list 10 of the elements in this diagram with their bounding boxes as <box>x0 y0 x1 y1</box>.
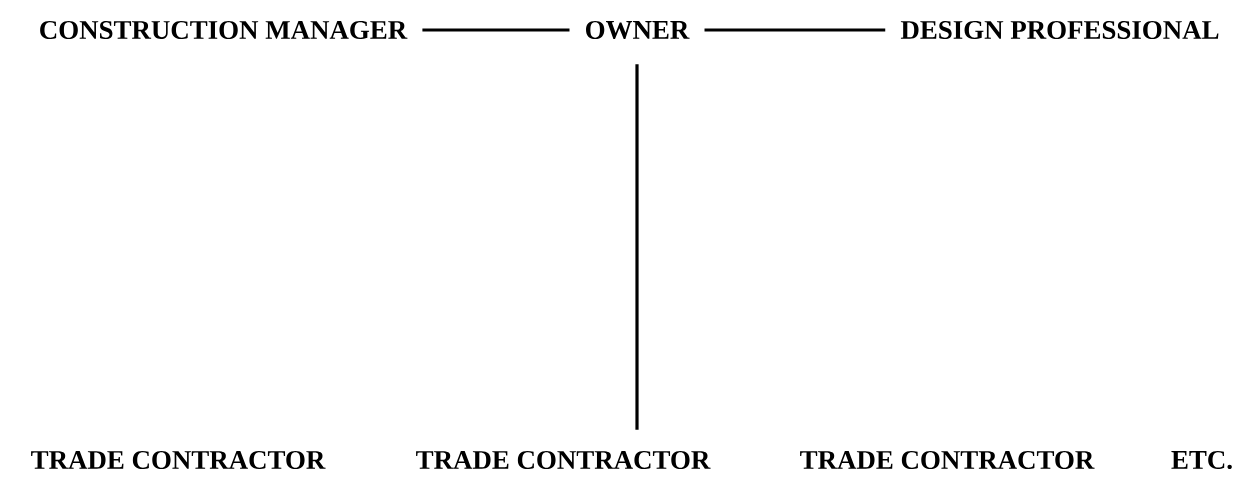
role-label: ETC. <box>1171 450 1232 470</box>
connector-line <box>422 28 570 32</box>
role-label: CONSTRUCTION MANAGER <box>40 20 408 40</box>
connector-line <box>635 64 639 430</box>
role-label: TRADE CONTRACTOR <box>416 450 711 469</box>
role-label: TRADE CONTRACTOR <box>31 450 326 469</box>
role-label: DESIGN PROFESSIONAL <box>900 20 1219 40</box>
role-label: OWNER <box>586 20 690 40</box>
connector-line <box>704 28 886 32</box>
role-label: TRADE CONTRACTOR <box>800 450 1095 469</box>
